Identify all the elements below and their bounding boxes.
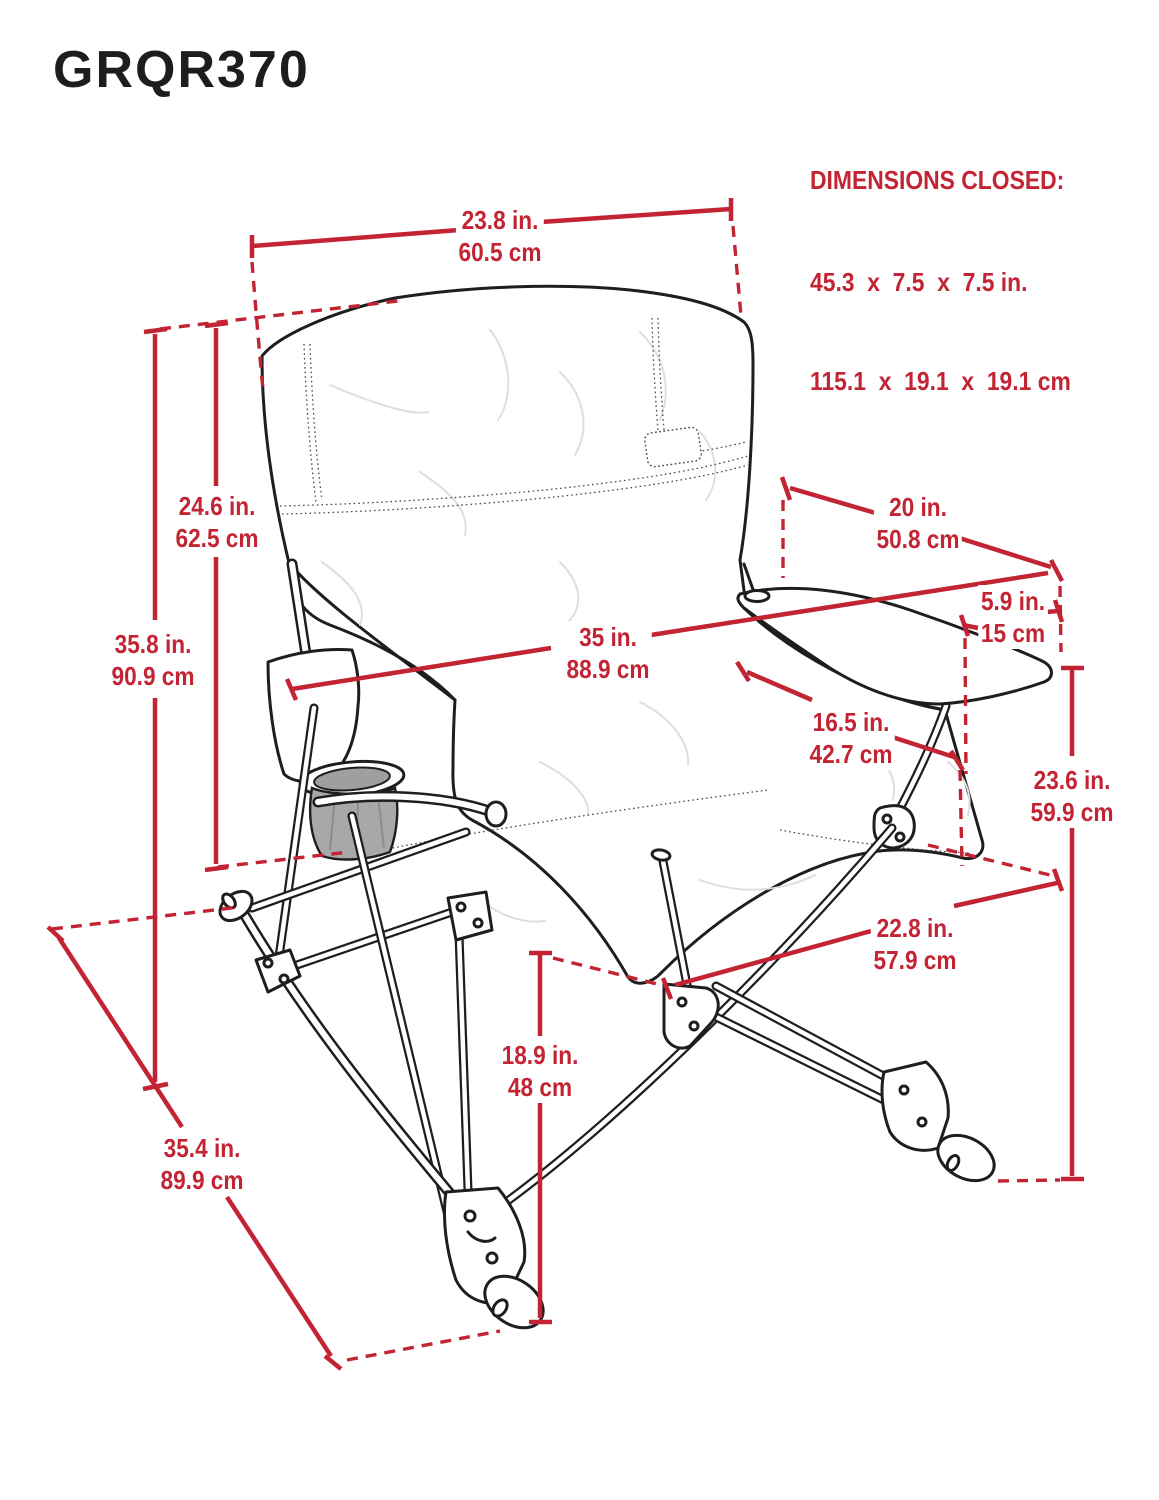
closed-dimensions-cm: 115.1 x 19.1 x 19.1 cm — [810, 366, 1071, 396]
dim-label-seat-back-width: 23.8 in.60.5 cm — [455, 204, 545, 268]
dim-label-footprint-depth: 35.4 in.89.9 cm — [157, 1132, 247, 1196]
dim-label-armrest-height: 23.6 in.59.9 cm — [1027, 764, 1117, 828]
fabric-wrinkles — [321, 329, 971, 923]
dim-label-seat-width: 22.8 in.57.9 cm — [870, 912, 960, 976]
closed-dimensions-inches: 45.3 x 7.5 x 7.5 in. — [810, 267, 1028, 297]
dim-label-seat-height: 18.9 in.48 cm — [499, 1039, 581, 1103]
dim-label-armrest-length: 20 in.50.8 cm — [873, 491, 963, 555]
dim-label-armrest-width: 5.9 in.15 cm — [978, 585, 1048, 649]
dimension-lines — [46, 198, 1084, 1371]
page-title: GRQR370 — [53, 41, 310, 99]
folding-frame — [218, 703, 996, 1330]
cup-holder — [298, 759, 406, 861]
dim-label-overall-width: 35 in.88.9 cm — [563, 621, 653, 685]
dim-label-seat-depth: 16.5 in.42.7 cm — [806, 706, 896, 770]
right-rocker-hub — [880, 1060, 950, 1152]
right-armrest — [736, 562, 1053, 850]
dim-label-back-height: 24.6 in.62.5 cm — [172, 490, 262, 554]
brand-patch — [644, 426, 702, 468]
closed-dimensions-heading: DIMENSIONS CLOSED: — [810, 165, 1065, 195]
frame-brackets — [254, 890, 996, 1330]
dim-label-overall-height: 35.8 in.90.9 cm — [108, 628, 198, 692]
closed-dimensions-block: DIMENSIONS CLOSED: 45.3 x 7.5 x 7.5 in. … — [810, 98, 1071, 464]
